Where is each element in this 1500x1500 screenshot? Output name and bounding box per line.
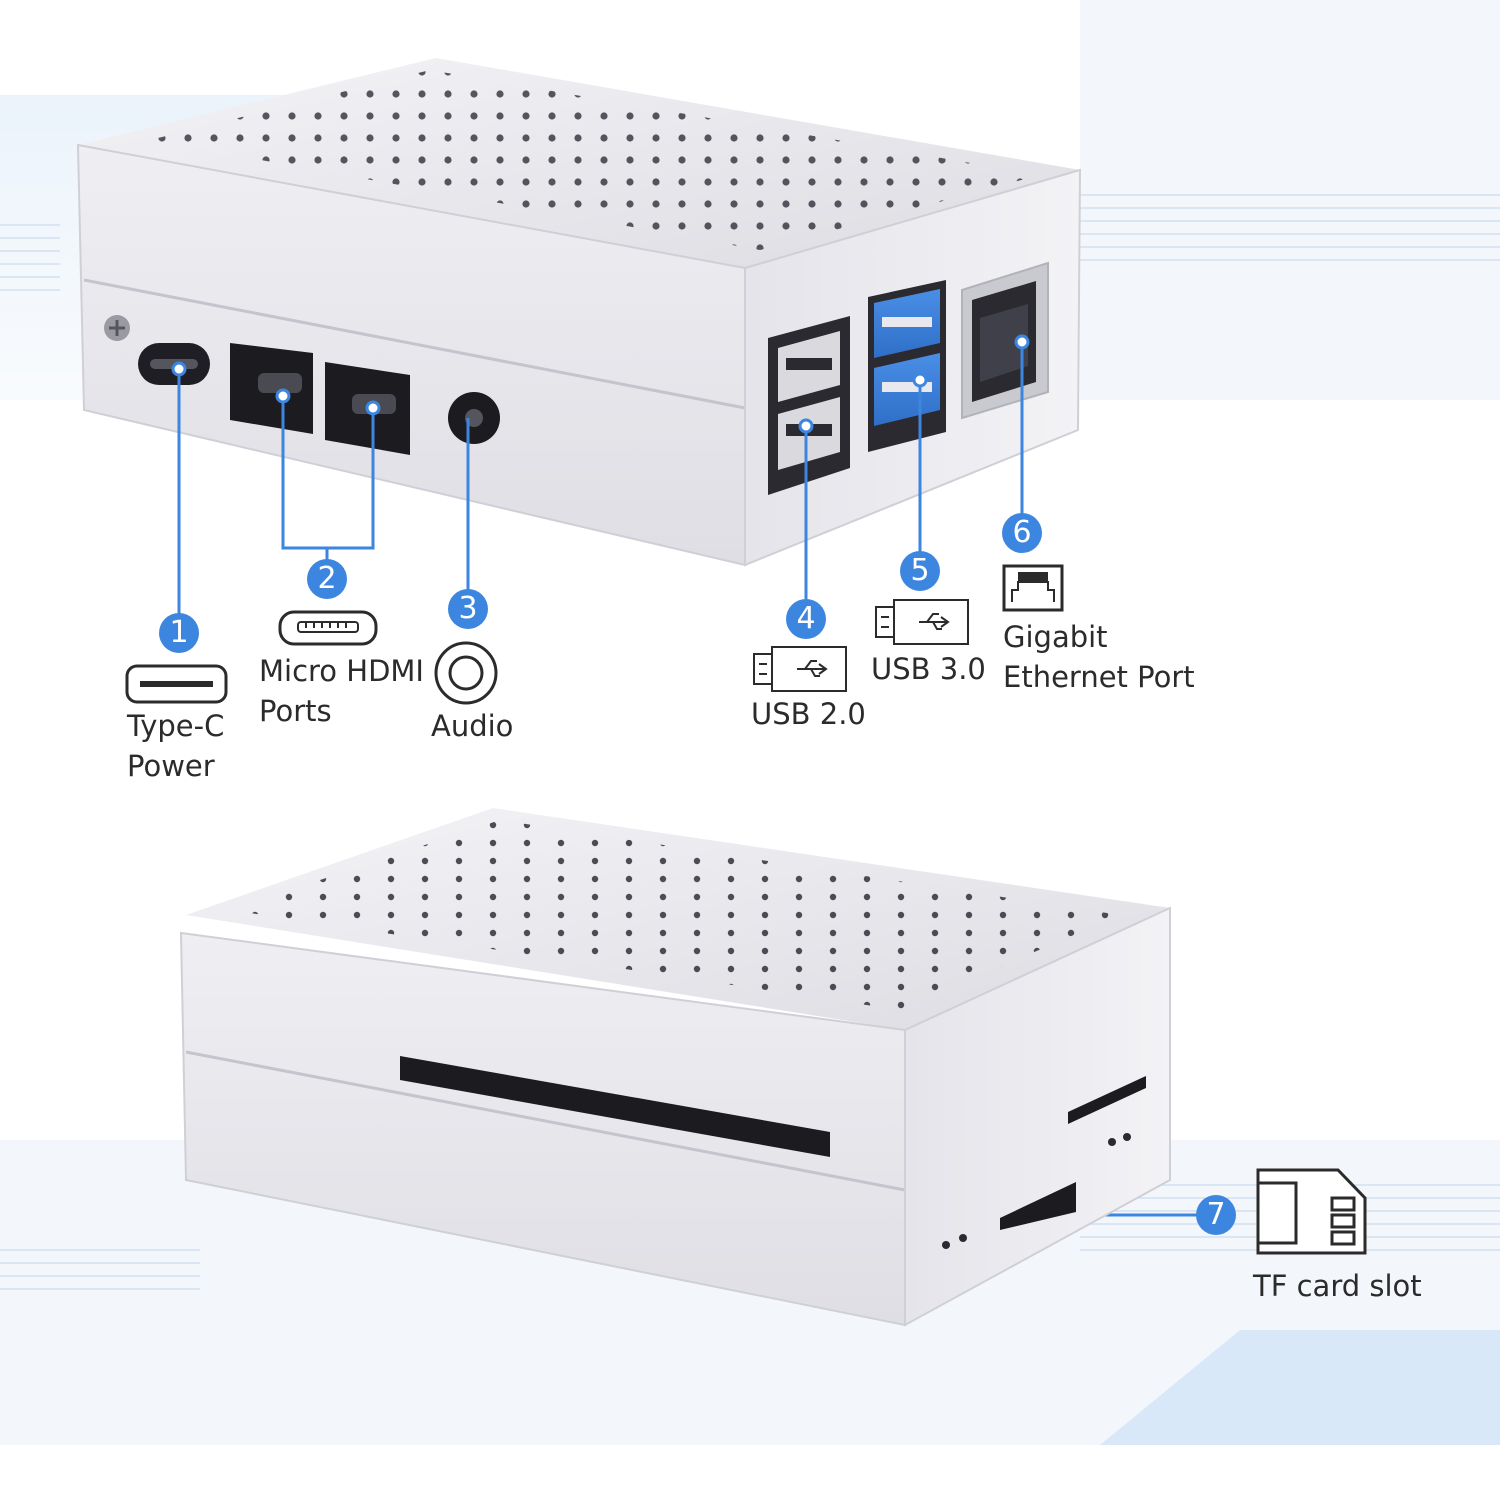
label-line: Power <box>127 749 215 783</box>
tf-card-slot <box>1000 1182 1076 1230</box>
callout-number-6: 6 <box>1002 513 1042 553</box>
label-line: Type-C <box>127 709 225 743</box>
callout-number-3: 3 <box>448 589 488 629</box>
callout-number-4: 4 <box>786 599 826 639</box>
label-line: USB 3.0 <box>871 652 986 686</box>
usb-c-port-icon <box>125 664 228 704</box>
audio-jack-icon <box>434 641 498 705</box>
sd-card-icon <box>1256 1168 1367 1255</box>
label-line: Ethernet Port <box>1003 660 1195 694</box>
ethernet-port-icon <box>1002 564 1064 612</box>
ethernet-label: Gigabit Ethernet Port <box>1003 617 1195 697</box>
callout-number-1: 1 <box>159 613 199 653</box>
usb-plug-icon-usb3 <box>875 599 969 645</box>
label-line: Ports <box>259 694 332 728</box>
gpio-slot <box>400 1056 830 1157</box>
usb2-label: USB 2.0 <box>751 694 866 734</box>
micro-hdmi-label: Micro HDMI Ports <box>259 651 424 731</box>
label-line: Gigabit <box>1003 620 1108 654</box>
callout-number-2: 2 <box>307 559 347 599</box>
label-line: Micro HDMI <box>259 654 424 688</box>
usb3-label: USB 3.0 <box>871 649 986 689</box>
label-line: Audio <box>431 709 514 743</box>
case-top-view <box>76 58 1082 567</box>
label-line: TF card slot <box>1253 1269 1422 1303</box>
type-c-power-label: Type-C Power <box>127 706 224 786</box>
case-bottom-view <box>179 808 1171 1327</box>
usb-plug-icon-usb2 <box>753 646 847 692</box>
callout-number-7: 7 <box>1196 1195 1236 1235</box>
callout-number-5: 5 <box>900 551 940 591</box>
label-line: USB 2.0 <box>751 697 866 731</box>
tf-card-label: TF card slot <box>1253 1266 1422 1306</box>
audio-label: Audio <box>431 706 513 746</box>
micro-hdmi-port-icon <box>278 610 378 646</box>
